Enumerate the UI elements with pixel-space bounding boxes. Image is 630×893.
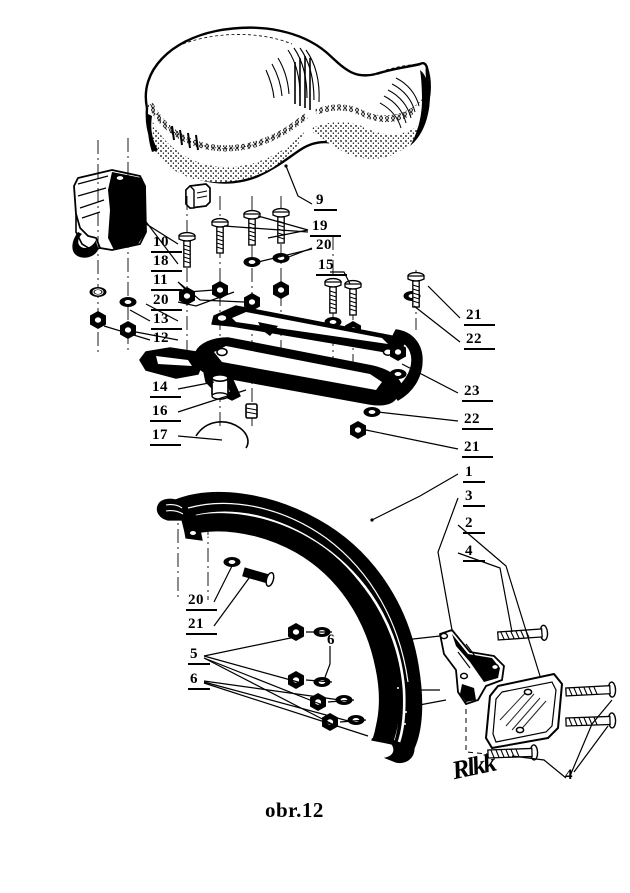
callout-6-b: 6 <box>327 632 335 648</box>
callout-20-b: 20 <box>151 293 182 311</box>
callout-10: 10 <box>151 235 182 253</box>
callout-6-a: 6 <box>188 672 210 690</box>
callout-13: 13 <box>151 312 182 330</box>
part-fender-bolts-nuts <box>287 622 367 732</box>
callout-2: 2 <box>463 516 485 534</box>
callout-17: 17 <box>150 428 181 446</box>
callout-23: 23 <box>462 384 493 402</box>
callout-14: 14 <box>150 380 181 398</box>
callout-21-a: 21 <box>464 308 495 326</box>
callout-4-a: 4 <box>463 544 485 562</box>
callout-5: 5 <box>188 647 210 665</box>
callout-22-a: 22 <box>464 332 495 350</box>
callout-1: 1 <box>463 465 485 483</box>
part-fender-mount-fasteners <box>223 557 275 587</box>
callout-15: 15 <box>316 258 347 276</box>
callout-21-c: 21 <box>186 617 217 635</box>
callout-11: 11 <box>151 273 182 291</box>
callout-20-a: 20 <box>316 237 332 253</box>
callout-19: 19 <box>310 219 341 237</box>
figure-caption: obr.12 <box>265 798 324 822</box>
callout-22-b: 22 <box>462 412 493 430</box>
part-plate-bracket <box>439 629 505 705</box>
part-dual-saddle <box>144 26 431 184</box>
callout-16: 16 <box>150 404 181 422</box>
part-hinge-bracket <box>72 169 147 258</box>
callout-9: 9 <box>314 193 337 211</box>
callout-20-c: 20 <box>186 593 217 611</box>
callout-18: 18 <box>151 254 182 272</box>
part-number-plate <box>485 673 563 749</box>
part-rear-fender <box>156 492 423 764</box>
leader-dots <box>284 164 374 522</box>
callout-21-b: 21 <box>462 440 493 458</box>
part-rail-bushes <box>195 373 258 449</box>
callout-12: 12 <box>153 330 169 346</box>
callout-4-b: 4 <box>565 767 573 783</box>
leader-lines <box>103 165 613 779</box>
part-rubber-block <box>185 183 211 209</box>
part-bracket-fasteners <box>89 287 137 340</box>
callout-3: 3 <box>463 489 485 507</box>
